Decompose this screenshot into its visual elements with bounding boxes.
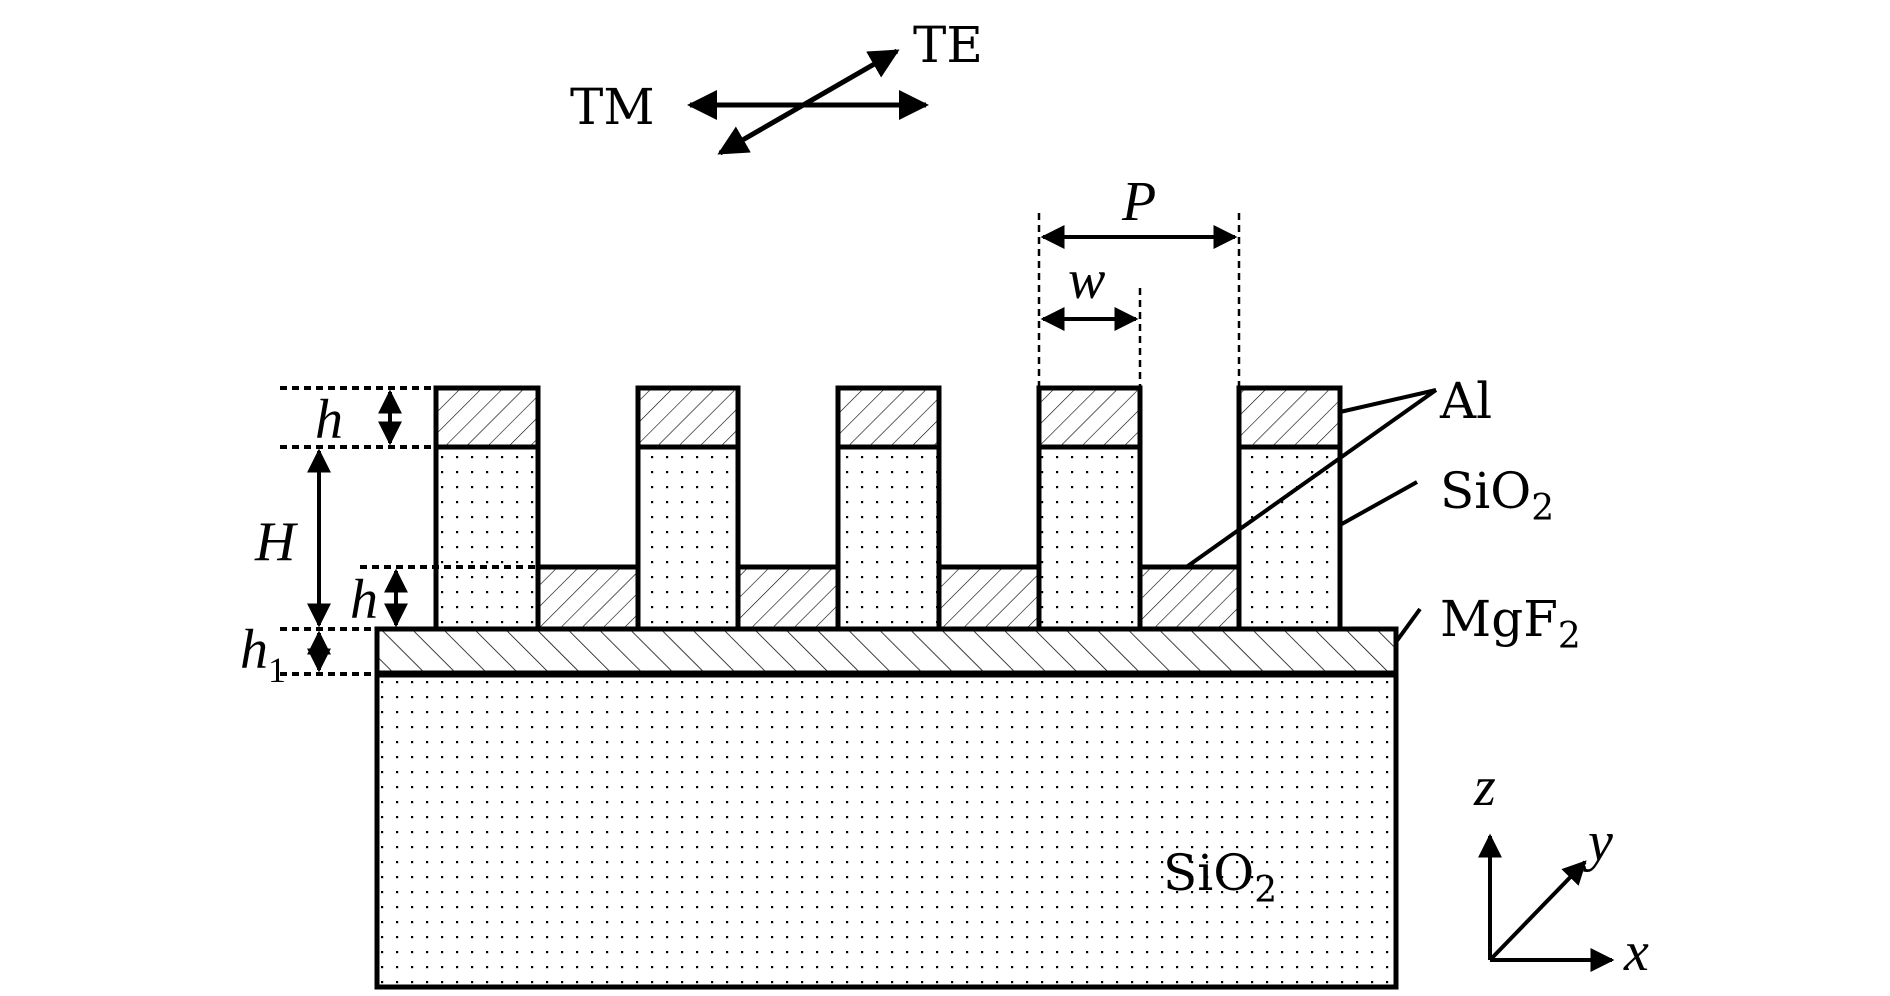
h-label-top: h bbox=[315, 389, 343, 451]
coordinate-axes bbox=[1478, 833, 1615, 972]
y-axis-label: y bbox=[1583, 811, 1613, 873]
al-pillar-cap bbox=[635, 385, 741, 450]
P-label: P bbox=[1121, 171, 1156, 233]
sio2-substrate bbox=[374, 670, 1399, 990]
mgf2-layer bbox=[374, 626, 1399, 677]
sio2-pillar bbox=[1236, 444, 1343, 632]
al-pillar-cap bbox=[1036, 385, 1143, 450]
al-trench-layer bbox=[535, 564, 641, 632]
al-pillar-cap bbox=[1236, 385, 1343, 450]
al-trench-layer bbox=[735, 564, 841, 632]
h-label-bottom: h bbox=[350, 569, 378, 631]
sio2-pillar bbox=[1036, 444, 1143, 632]
te-polarization-arrow bbox=[717, 48, 900, 156]
h1-label: h1 bbox=[240, 619, 286, 690]
sio2-pillar bbox=[433, 444, 541, 632]
sio2-pillar bbox=[835, 444, 942, 632]
al-trench-layer bbox=[1137, 564, 1242, 632]
dimension-guides bbox=[280, 213, 1241, 676]
sio2-grating-label: SiO2 bbox=[1440, 462, 1554, 529]
al-pillar-cap bbox=[433, 385, 541, 450]
al-trench-layer bbox=[936, 564, 1042, 632]
H-label: H bbox=[254, 511, 298, 573]
mgf2-label: MgF2 bbox=[1440, 590, 1581, 657]
grating bbox=[433, 385, 1343, 632]
sio2-pillar bbox=[635, 444, 741, 632]
leader-lines bbox=[1183, 388, 1438, 644]
w-label: w bbox=[1068, 249, 1105, 311]
tm-label: TM bbox=[570, 78, 655, 136]
te-label: TE bbox=[913, 16, 983, 74]
sio2-substrate-label: SiO2 bbox=[1163, 844, 1277, 911]
al-pillar-cap bbox=[835, 385, 942, 450]
al-label: Al bbox=[1439, 372, 1492, 430]
y-axis-arrow bbox=[1488, 860, 1587, 962]
z-axis-label: z bbox=[1473, 756, 1496, 818]
x-axis-label: x bbox=[1623, 921, 1649, 983]
